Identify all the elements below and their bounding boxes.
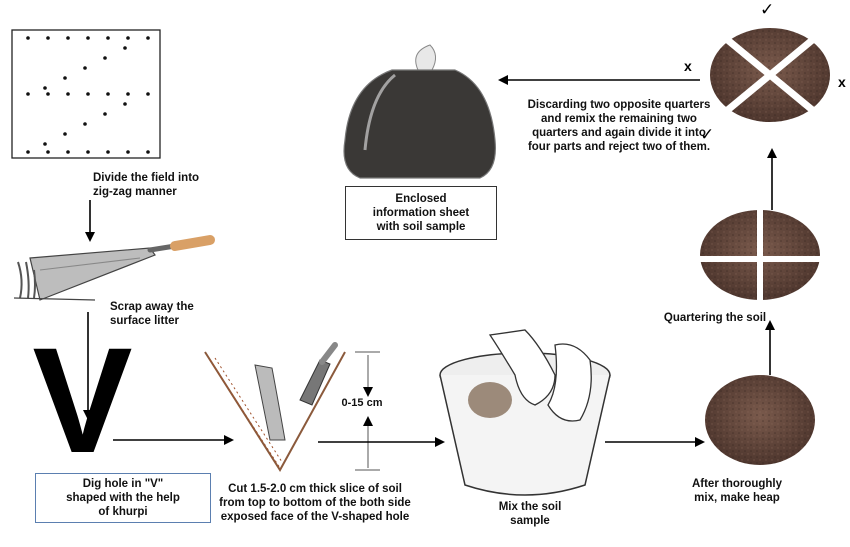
keep-mark-left: ✓ <box>700 125 715 144</box>
flow-arrows <box>83 75 777 447</box>
caption-info-sheet: Enclosed information sheet with soil sam… <box>345 186 497 240</box>
caption-discard: Discarding two opposite quarters and rem… <box>527 99 711 153</box>
soil-sample-bag <box>343 44 497 179</box>
quartered-soil <box>695 208 825 302</box>
v-letter: V <box>32 316 133 484</box>
mixing-bucket-drawing <box>439 329 611 496</box>
soil-heap <box>705 375 815 465</box>
keep-mark-top: ✓ <box>760 0 775 19</box>
trowel-icon <box>13 235 215 301</box>
depth-label: 0-15 cm <box>341 397 383 409</box>
caption-quartering: Quartering the soil <box>663 312 767 324</box>
caption-scrape-litter: Scrap away the surface litter <box>110 301 194 327</box>
caption-heap: After thoroughly mix, make heap <box>691 478 783 504</box>
caption-dig-hole: Dig hole in "V" shaped with the help of … <box>35 473 211 523</box>
discarded-quarters-soil <box>710 28 830 122</box>
caption-divide-field: Divide the field into zig-zag manner <box>93 172 200 198</box>
caption-mix: Mix the soil sample <box>498 501 562 527</box>
reject-mark-right: x <box>838 74 846 90</box>
reject-mark-left: x <box>684 58 692 74</box>
v-cut-slice-drawing <box>204 342 380 472</box>
field-zigzag-grid <box>11 29 161 159</box>
caption-cut-slice: Cut 1.5-2.0 cm thick slice of soil from … <box>219 483 411 523</box>
